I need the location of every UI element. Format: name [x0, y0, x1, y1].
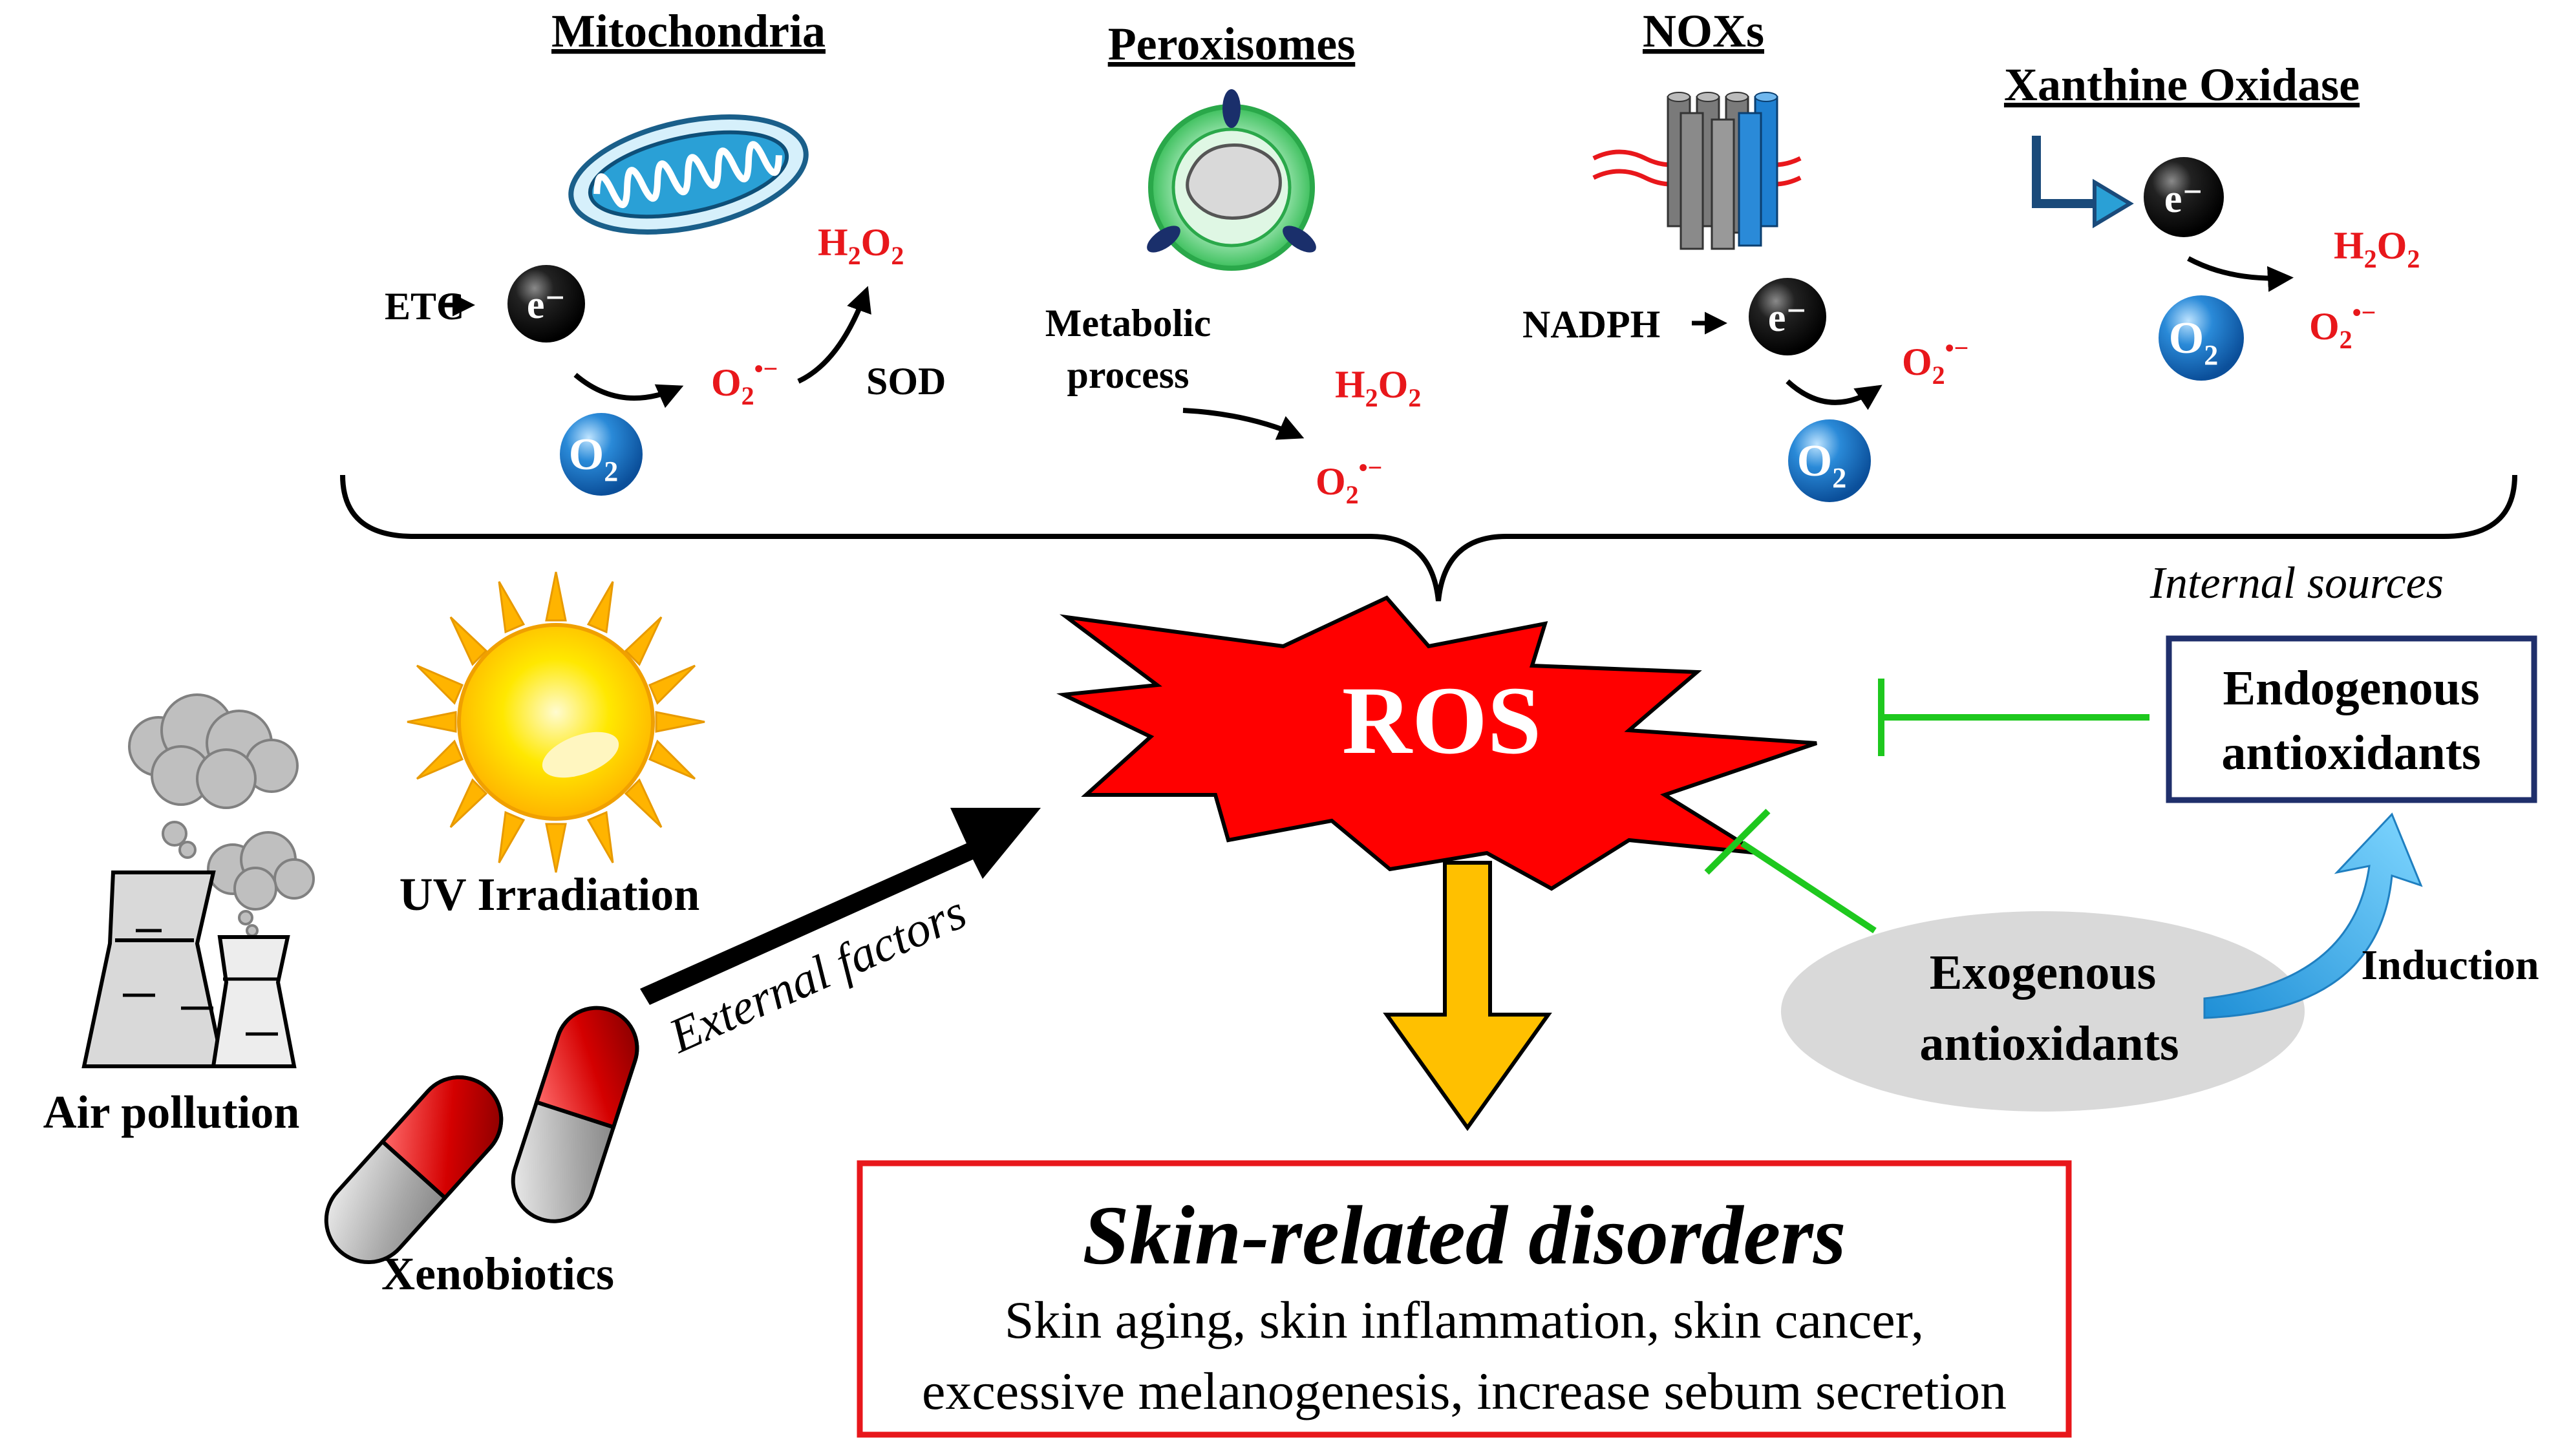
perox-h2o2-label: H2O2 — [1335, 363, 1421, 412]
nox-superoxide-label: O2•− — [1902, 333, 1968, 390]
ros-burst: ROS — [1056, 595, 1817, 891]
svg-text:O2: O2 — [2169, 313, 2218, 371]
xo-electron-icon: e⁻ — [2144, 157, 2224, 237]
outcome-title: Skin-related disorders — [1083, 1189, 1846, 1282]
peroxisomes-group: Peroxisomes Metabolic process H2O2 O2•− — [1045, 18, 1422, 509]
xanthine-oxidase-title: Xanthine Oxidase — [2004, 59, 2360, 111]
metabolic-label-2: process — [1067, 353, 1189, 396]
factory-icon — [81, 693, 315, 1068]
outcome-box: Skin-related disorders Skin aging, skin … — [857, 1160, 2072, 1438]
external-factors-arrow — [640, 808, 1041, 1005]
endogenous-label-1: Endogenous — [2223, 661, 2479, 715]
svg-text:e⁻: e⁻ — [1768, 296, 1807, 340]
sun-icon — [407, 571, 705, 873]
induction-label: Induction — [2361, 942, 2539, 989]
exogenous-label-2: antioxidants — [1919, 1017, 2179, 1071]
pills-icon — [324, 1006, 639, 1265]
mitochondrion-icon — [568, 114, 809, 235]
ros-label: ROS — [1342, 667, 1541, 774]
svg-text:O2: O2 — [569, 430, 618, 487]
noxs-title: NOXs — [1643, 5, 1764, 57]
xo-arrow — [2187, 256, 2294, 292]
internal-sources-brace — [340, 474, 2517, 602]
endogenous-inhibit — [1878, 679, 2149, 756]
oxygen-icon: O2 — [560, 413, 643, 496]
outcome-line-2: excessive melanogenesis, increase sebum … — [922, 1362, 2007, 1420]
xenobiotics-label: Xenobiotics — [381, 1248, 614, 1300]
endogenous-box: Endogenous antioxidants — [2166, 635, 2537, 803]
noxs-group: NOXs NADPH e⁻ O2•− O2 — [1522, 5, 1968, 502]
induction-arrow — [2203, 812, 2423, 1019]
mito-arrow-1 — [573, 372, 684, 408]
perox-arrow — [1182, 408, 1305, 440]
svg-text:e⁻: e⁻ — [2164, 177, 2203, 221]
peroxisome-icon — [1147, 89, 1316, 271]
superoxide-label: O2•− — [711, 354, 778, 410]
nadph-label: NADPH — [1522, 303, 1660, 346]
internal-sources-caption: Internal sources — [2149, 558, 2444, 608]
h2o2-label: H2O2 — [818, 221, 904, 270]
svg-text:O2: O2 — [1797, 436, 1846, 494]
outcome-line-1: Skin aging, skin inflammation, skin canc… — [1005, 1291, 1924, 1349]
nox-arrow — [1786, 379, 1883, 410]
exogenous-label-1: Exogenous — [1930, 945, 2157, 1000]
exogenous-ellipse: Exogenous antioxidants — [1781, 911, 2305, 1112]
perox-superoxide-label: O2•− — [1316, 453, 1382, 509]
uv-label: UV Irradiation — [400, 869, 700, 920]
endogenous-label-2: antioxidants — [2221, 726, 2480, 780]
mitochondria-title: Mitochondria — [551, 5, 826, 57]
mitochondria-group: Mitochondria ETC e⁻ O2 O2•− H2O2 SOD — [385, 5, 946, 496]
exogenous-inhibit — [1704, 808, 1877, 934]
xo-superoxide-label: O2•− — [2309, 298, 2376, 354]
down-arrow — [1383, 861, 1552, 1132]
xo-h2o2-label: H2O2 — [2334, 224, 2420, 273]
nox-electron-icon: e⁻ — [1749, 278, 1826, 355]
nox-enzyme-icon — [1592, 92, 1802, 250]
peroxisomes-title: Peroxisomes — [1108, 18, 1356, 70]
electron-icon: e⁻ — [507, 265, 585, 343]
mito-arrow-2 — [797, 286, 871, 384]
air-pollution-label: Air pollution — [43, 1086, 300, 1138]
xo-oxygen-icon: O2 — [2159, 295, 2244, 381]
metabolic-label-1: Metabolic — [1045, 302, 1211, 344]
nox-oxygen-icon: O2 — [1788, 419, 1871, 502]
electron-label: e⁻ — [527, 283, 566, 327]
bent-arrow-icon — [2032, 136, 2134, 229]
xanthine-oxidase-group: Xanthine Oxidase e⁻ H2O2 O2•− O2 — [2004, 59, 2420, 381]
sod-label: SOD — [866, 360, 946, 403]
